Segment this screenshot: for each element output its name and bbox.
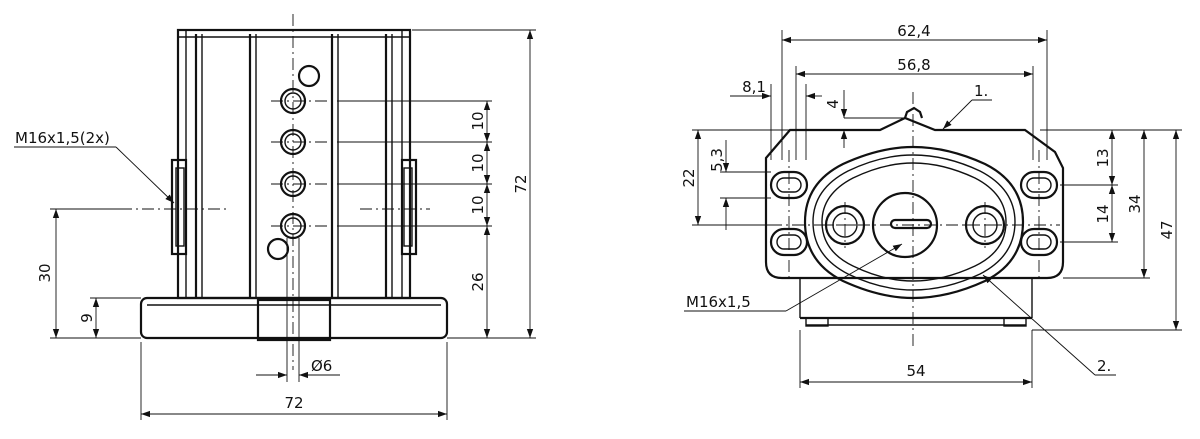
- front-dim-spacing-2: 10: [469, 153, 487, 172]
- side-dim-nub-height: 4: [824, 99, 842, 109]
- side-dim-base-width: 54: [906, 362, 925, 380]
- front-dim-hole-diameter: Ø6: [311, 357, 332, 375]
- front-dim-spacing-1: 10: [469, 111, 487, 130]
- side-item-1: 1.: [974, 82, 988, 100]
- side-dim-height-47: 47: [1158, 220, 1176, 239]
- side-dim-flange-height: 22: [680, 168, 698, 187]
- side-dim-height-34: 34: [1126, 194, 1144, 213]
- front-dim-base-thickness: 9: [78, 313, 96, 323]
- front-dim-port-height: 30: [36, 263, 54, 282]
- side-view-feet: [799, 278, 1033, 327]
- side-dim-slot-upper: 13: [1094, 148, 1112, 167]
- front-view: M16x1,5(2x) 72 72 10 10 10 26 30 9: [14, 14, 536, 420]
- side-item-2: 2.: [1097, 357, 1111, 375]
- front-view-base: [139, 296, 449, 342]
- side-thread-callout: M16x1,5: [686, 293, 751, 311]
- side-dim-slot-spacing: 56,8: [897, 56, 930, 74]
- front-view-body: [170, 28, 418, 300]
- front-dim-height: 72: [512, 174, 530, 193]
- side-dim-slot-pitch: 14: [1094, 204, 1112, 223]
- side-view-housing: [803, 145, 1025, 300]
- side-view: 62,4 56,8 8,1 4 22 5,3 13: [680, 22, 1182, 388]
- front-dim-lower-hole: 26: [469, 272, 487, 291]
- side-dim-overall-width: 62,4: [897, 22, 930, 40]
- side-dim-edge-offset: 8,1: [742, 78, 766, 96]
- front-dim-spacing-3: 10: [469, 195, 487, 214]
- front-dim-width: 72: [284, 394, 303, 412]
- side-dim-slot-width: 5,3: [708, 148, 726, 172]
- front-view-holes: [266, 14, 340, 370]
- front-thread-callout: M16x1,5(2x): [15, 129, 110, 147]
